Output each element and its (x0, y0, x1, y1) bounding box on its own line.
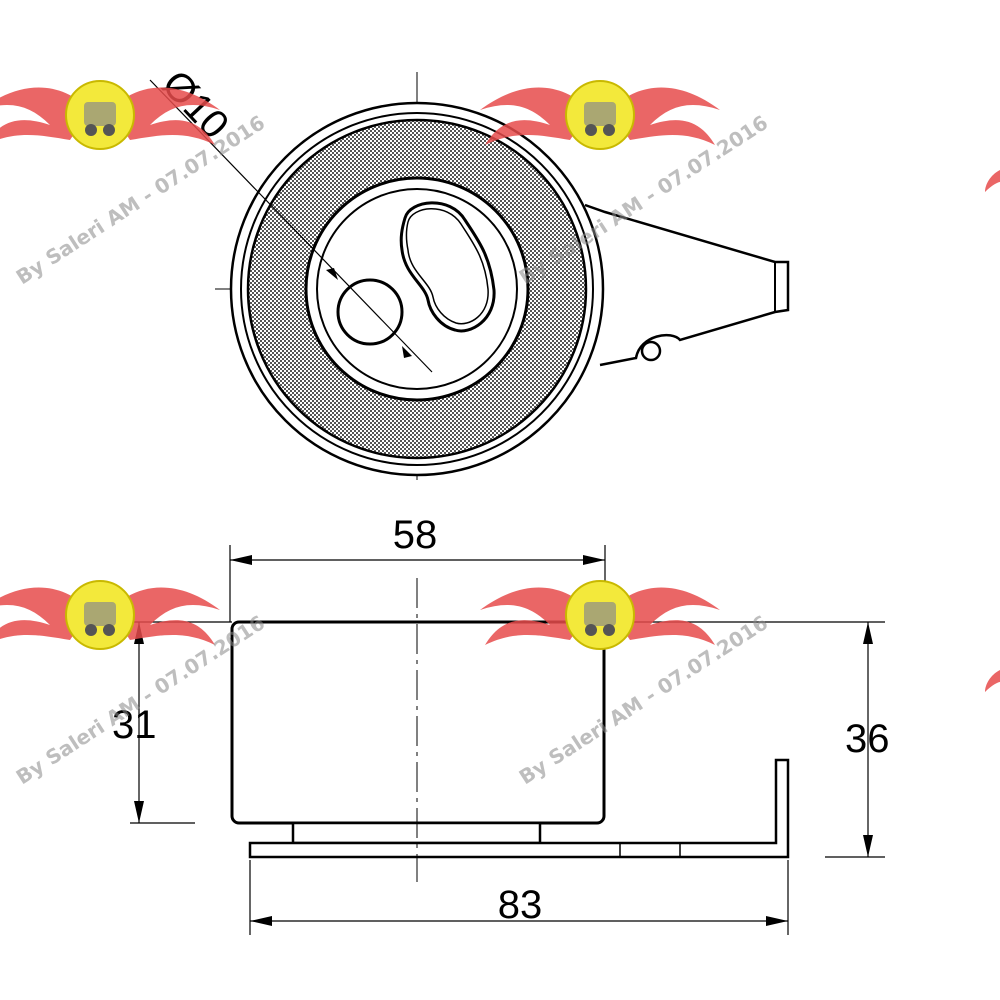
top-view (149, 72, 790, 485)
dimension-31-label: 31 (112, 703, 157, 747)
watermark-bottom-left: By Saleri AM - 07.07.2016 (0, 580, 269, 789)
dimension-83-label: 83 (498, 883, 543, 927)
side-view (230, 578, 790, 882)
dimension-36-label: 36 (845, 717, 890, 761)
dimension-58-label: 58 (393, 513, 438, 557)
watermark-edge-wing (985, 170, 1000, 192)
watermark-edge-wing (985, 670, 1000, 692)
